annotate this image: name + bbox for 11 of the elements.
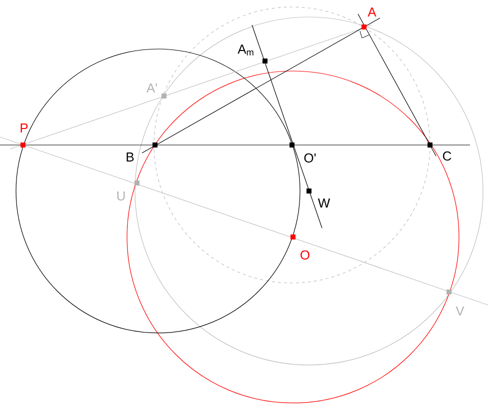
point-label: A$_{m}$: [238, 44, 254, 56]
point-label: P: [20, 124, 28, 132]
point-label: C: [442, 151, 452, 161]
point-label: A': [146, 84, 157, 92]
point-label: U: [117, 191, 125, 201]
point-label: B: [126, 152, 134, 162]
point-label: A: [368, 8, 376, 16]
point-label: V: [456, 306, 464, 316]
point-label: O: [300, 250, 310, 260]
point-label: W: [318, 198, 330, 208]
point-label: O': [304, 153, 316, 163]
